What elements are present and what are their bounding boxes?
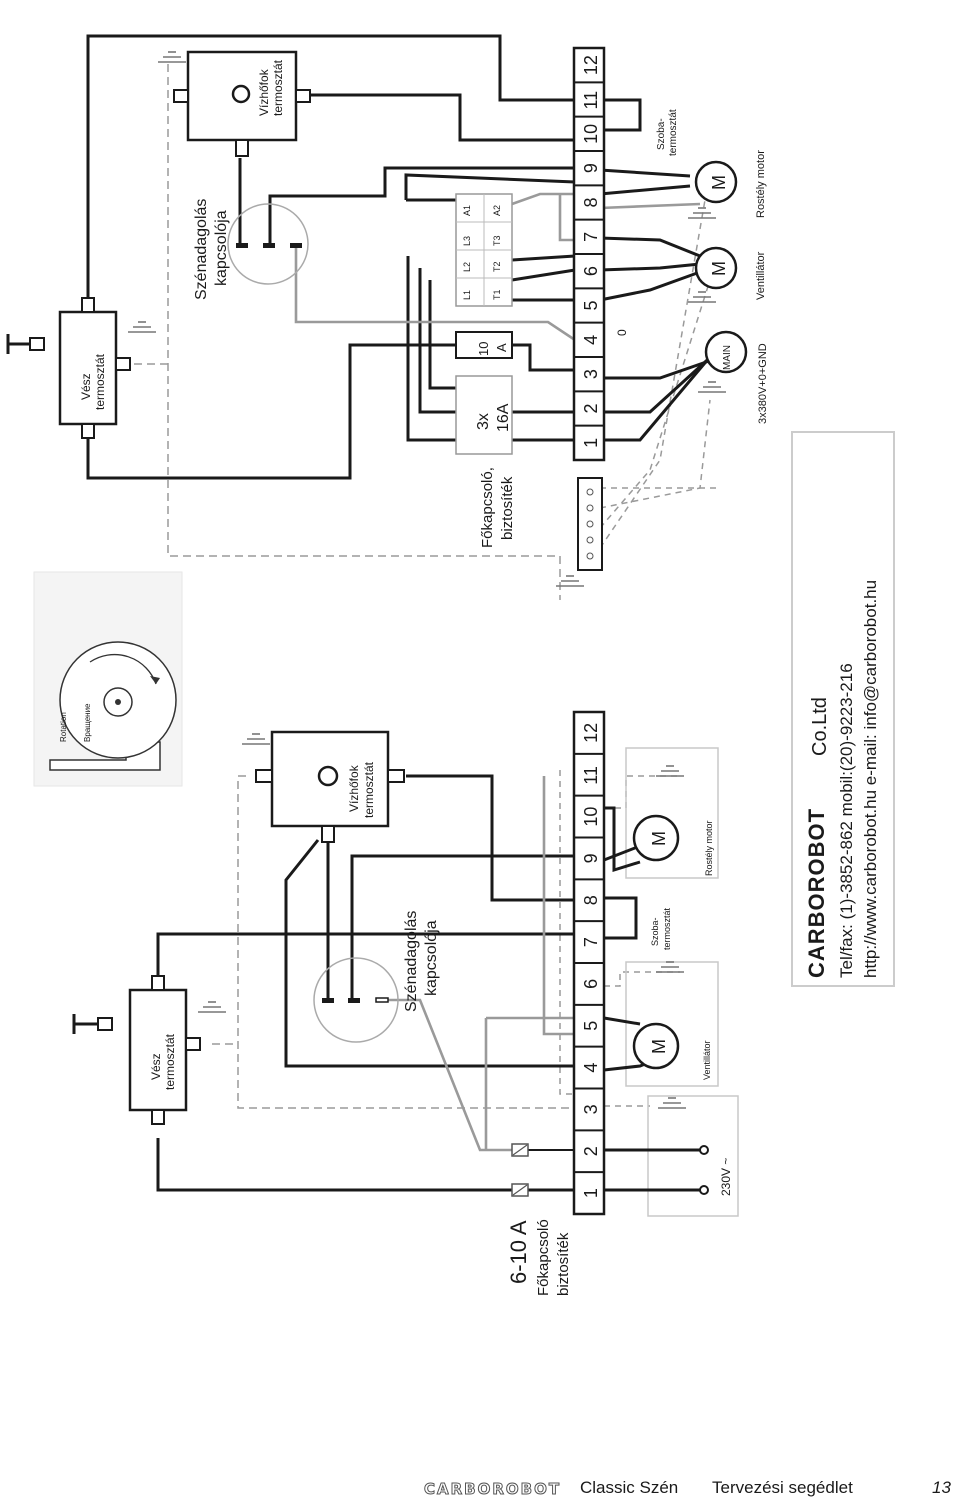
lower-vesz-label-1: Vész	[149, 1053, 163, 1080]
lower-szoba-label-1: Szoba-	[650, 917, 660, 946]
upper-fokapcsolo-label-2: biztosíték	[499, 476, 516, 540]
upper-terminal-4: 4	[581, 335, 601, 345]
upper-terminal-12: 12	[581, 55, 601, 75]
fuse-label-2: 16A	[495, 403, 512, 432]
contact-company: Co.Ltd	[809, 697, 831, 756]
upper-rostely-label: Rostély motor	[755, 150, 767, 218]
zero-label: 0	[615, 329, 629, 336]
page-footer: CARBOROBOT Classic Szén Tervezési segédl…	[0, 1478, 960, 1508]
contactor-a1: A1	[462, 205, 472, 216]
lower-terminal-2: 2	[581, 1146, 601, 1156]
contactor-t3: T3	[492, 235, 502, 246]
fuse-label-1: 3x	[475, 413, 492, 430]
upper-terminal-3: 3	[581, 369, 601, 379]
lower-fokapcsolo-label-3: biztosíték	[555, 1232, 572, 1296]
upper-szoba-label-1: Szoba-	[656, 118, 667, 150]
upper-terminal-10: 10	[581, 124, 601, 144]
upper-vesz-label-1: Vész	[79, 373, 93, 400]
lower-terminal-5: 5	[581, 1021, 601, 1031]
lower-fokapcsolo-label-2: Főkapcsoló	[535, 1219, 552, 1296]
upper-szoba-label-2: termosztát	[668, 109, 679, 156]
lower-terminal-8: 8	[581, 895, 601, 905]
fan-label-rotation: Rotation	[59, 712, 68, 742]
lower-terminal-9: 9	[581, 853, 601, 863]
contactor-t1: T1	[492, 289, 502, 300]
upper-diagram: Vízhőfok termosztát Szénadagolás kapcsol…	[6, 34, 769, 600]
relay-label-2: A	[494, 343, 509, 352]
lower-terminal-3: 3	[581, 1104, 601, 1114]
upper-ventillator-symbol: M	[709, 261, 729, 276]
lower-szoba-label-2: termosztát	[662, 907, 672, 950]
upper-szenadagolas-label-2: kapcsolója	[213, 210, 230, 286]
contact-tel: Tel/fax: (1)-3852-862 mobil:(20)-9223-21…	[837, 663, 856, 978]
upper-supply-label: 3x380V+0+GND	[757, 343, 769, 424]
footer-title: Tervezési segédlet	[712, 1478, 853, 1497]
lower-vizhofok-label-1: Vízhőfok	[347, 764, 361, 812]
fan-illustration: Rotation Вращение	[33, 571, 183, 787]
upper-terminal-1: 1	[581, 438, 601, 448]
lower-vizhofok-label-2: termosztát	[362, 761, 376, 818]
upper-terminal-5: 5	[581, 300, 601, 310]
contactor-a2: A2	[492, 205, 502, 216]
lower-fokapcsolo-label-1: 6-10 A	[506, 1220, 531, 1284]
upper-terminal-7: 7	[581, 232, 601, 242]
wiring-diagram-sheet: Vízhőfok termosztát Szénadagolás kapcsol…	[6, 34, 895, 1296]
lower-terminal-11: 11	[581, 766, 601, 785]
lower-rostely-label: Rostély motor	[704, 820, 714, 876]
lower-terminal-1: 1	[581, 1188, 601, 1198]
lower-terminal-7: 7	[581, 937, 601, 947]
upper-szenadagolas-label-1: Szénadagolás	[193, 199, 210, 300]
contact-box: CARBOROBOT Co.Ltd Tel/fax: (1)-3852-862 …	[791, 431, 895, 987]
upper-terminal-2: 2	[581, 403, 601, 413]
upper-terminal-8: 8	[581, 197, 601, 207]
upper-vizhofok-label-2: termosztát	[271, 59, 285, 116]
lower-terminal-6: 6	[581, 979, 601, 989]
upper-fokapcsolo-label-1: Főkapcsoló,	[479, 467, 496, 548]
upper-vizhofok-label-1: Vízhőfok	[257, 68, 271, 116]
fan-label-russian: Вращение	[83, 703, 92, 742]
lower-supply-label: 230V ~	[719, 1158, 733, 1196]
upper-main-symbol: MAIN	[722, 345, 733, 370]
upper-terminal-11: 11	[581, 91, 601, 110]
lower-rostely-motor-symbol: M	[649, 831, 669, 846]
page-number: 13	[932, 1478, 951, 1497]
lower-ventillator-symbol: M	[649, 1039, 669, 1054]
relay-label-1: 10	[476, 342, 491, 356]
upper-vesz-label-2: termosztát	[93, 353, 107, 410]
contactor-l1: L1	[462, 290, 472, 300]
lower-terminal-4: 4	[581, 1063, 601, 1073]
upper-terminal-9: 9	[581, 163, 601, 173]
lower-terminal-10: 10	[581, 807, 601, 827]
upper-rostely-motor-symbol: M	[709, 175, 729, 190]
contact-brand: CARBOROBOT	[804, 808, 829, 978]
contactor-l3: L3	[462, 236, 472, 246]
lower-vesz-label-2: termosztát	[163, 1033, 177, 1090]
upper-ventillator-label: Ventillátor	[755, 251, 767, 300]
upper-terminal-6: 6	[581, 266, 601, 276]
contactor-t2: T2	[492, 261, 502, 272]
lower-szenadagolas-label-1: Szénadagolás	[403, 911, 420, 1012]
footer-model: Classic Szén	[580, 1478, 679, 1497]
contactor-l2: L2	[462, 262, 472, 272]
lower-terminal-12: 12	[581, 723, 601, 743]
lower-ventillator-label: Ventillátor	[702, 1040, 712, 1080]
lower-diagram: Vízhőfok termosztát Szénadagolás kapcsol…	[72, 710, 739, 1296]
footer-brand: CARBOROBOT	[423, 1480, 562, 1499]
lower-szenadagolas-label-2: kapcsolója	[423, 920, 440, 996]
contact-web: http://www.carborobot.hu e-mail: info@ca…	[861, 580, 880, 978]
